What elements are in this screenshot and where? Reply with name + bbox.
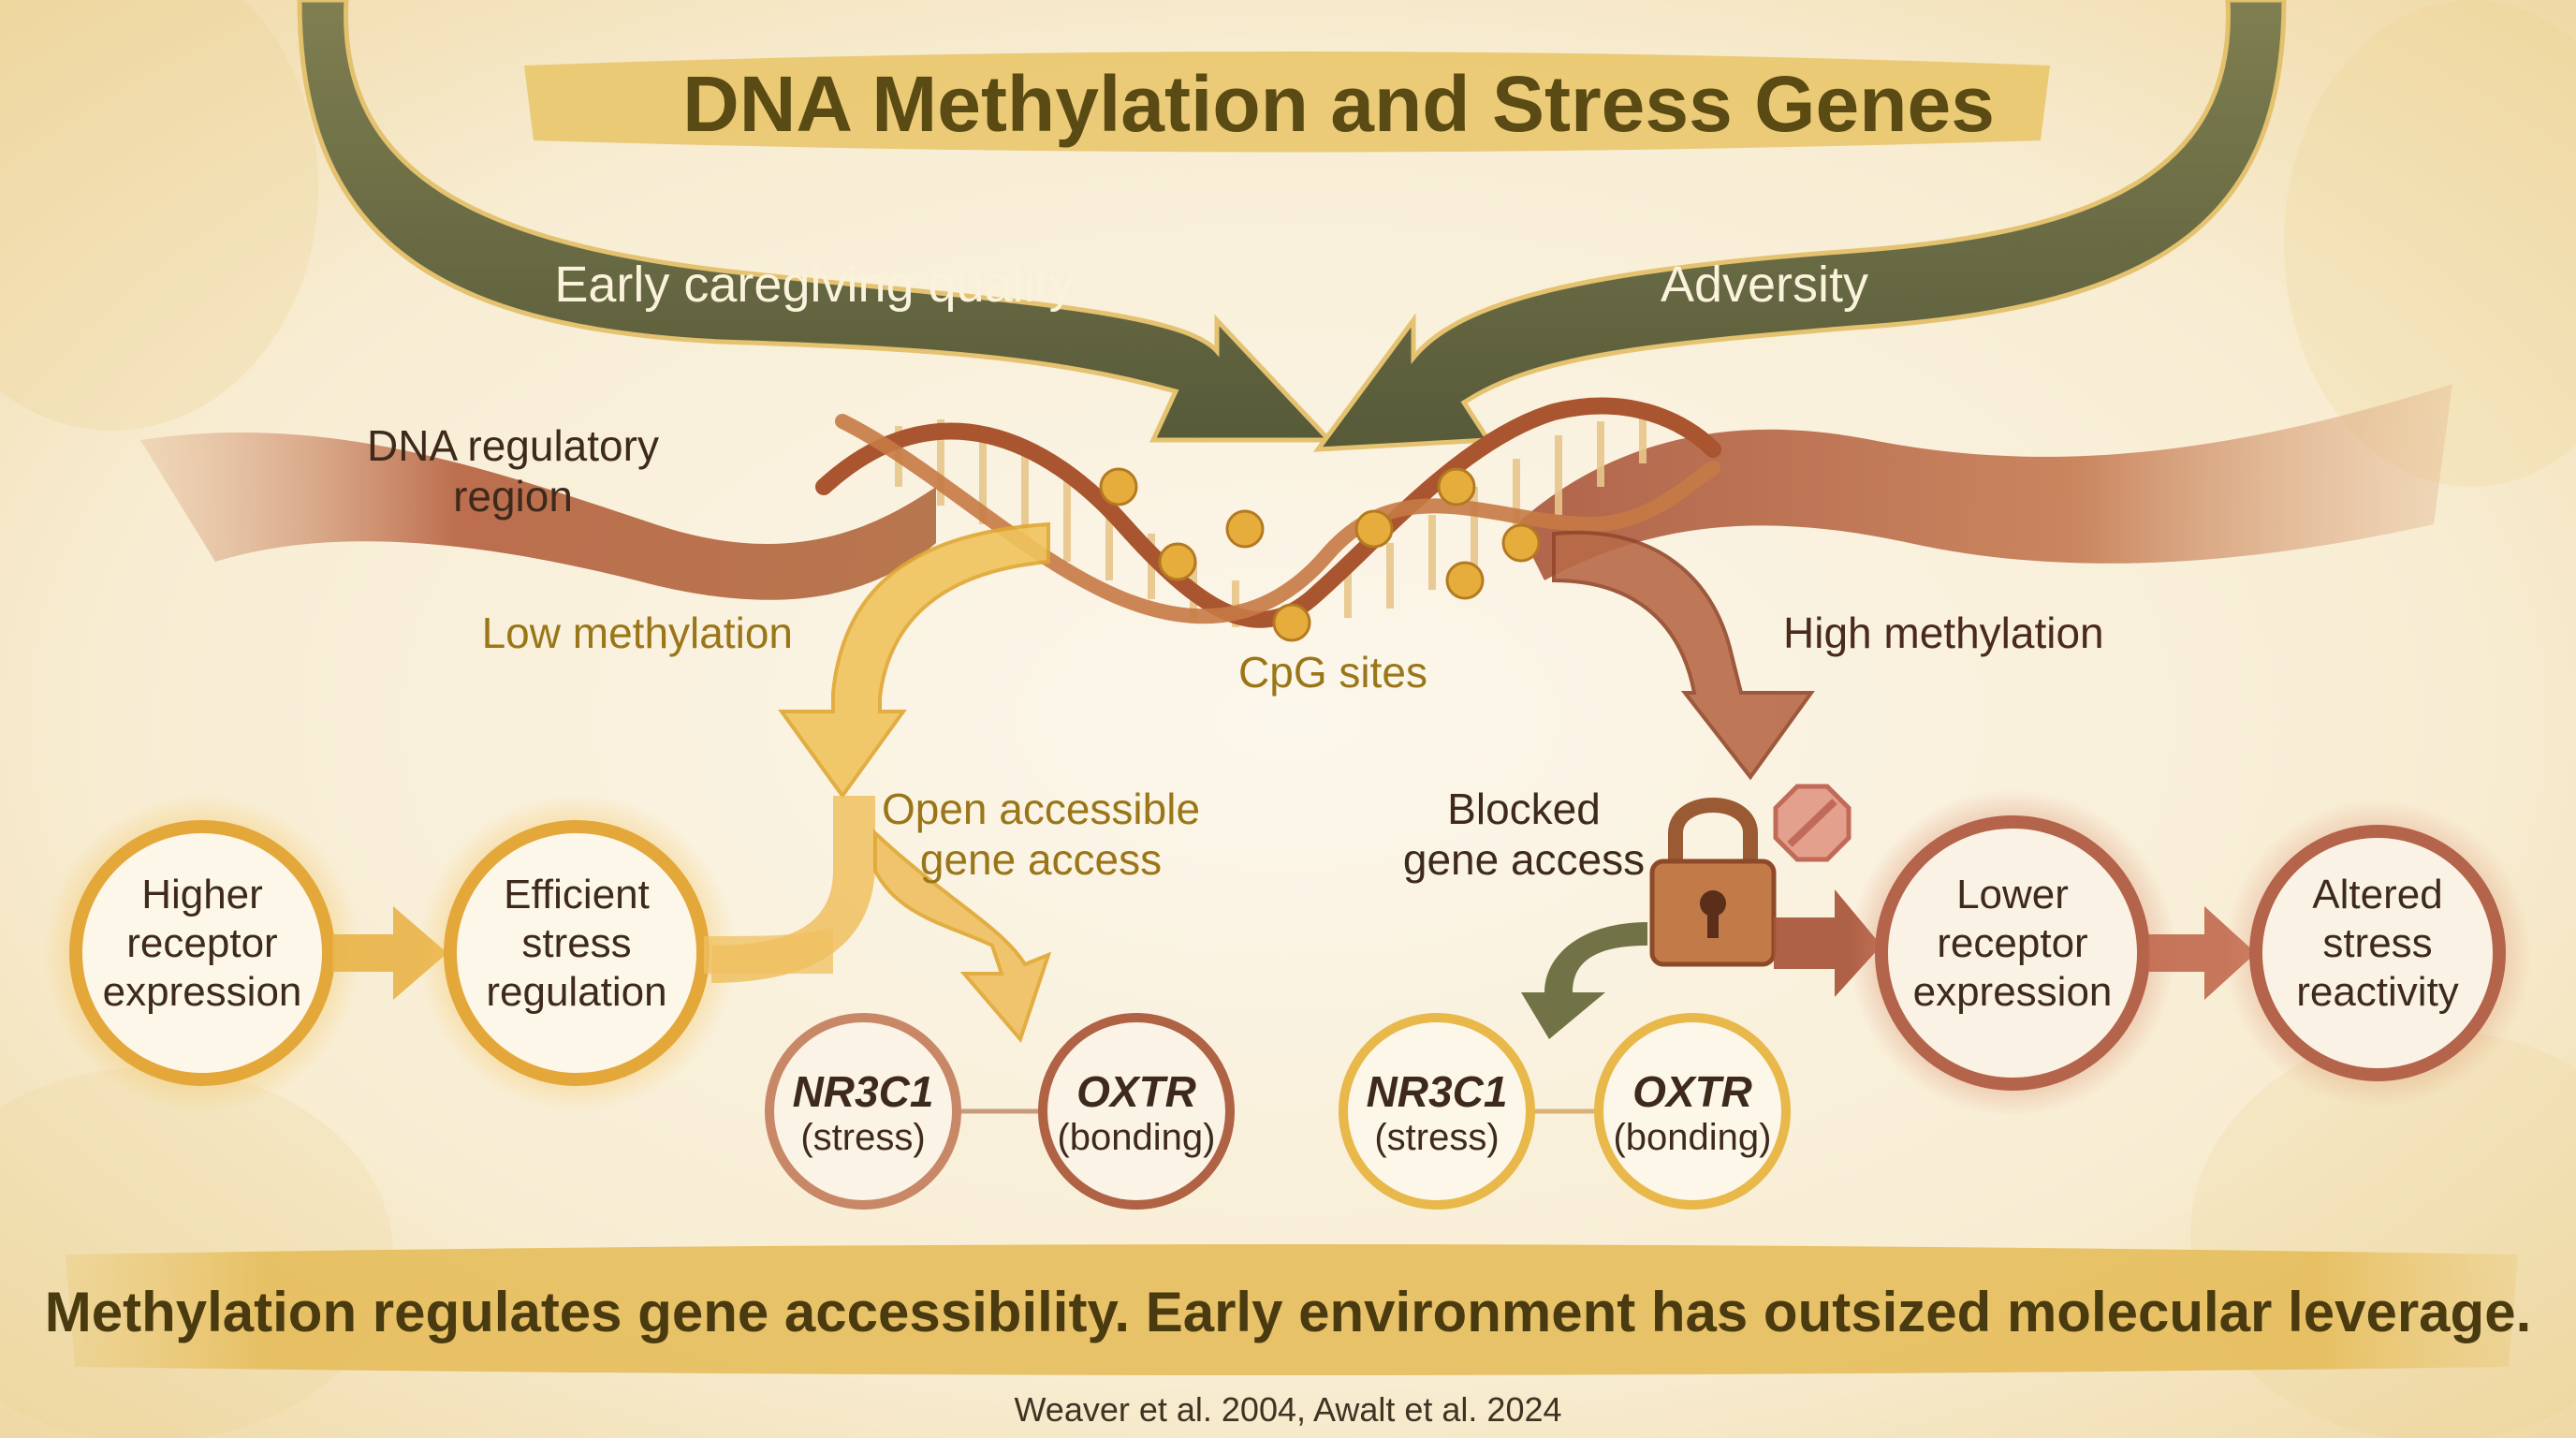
cpg-site-markers bbox=[1099, 467, 1541, 642]
dna-region-label-line2: region bbox=[453, 472, 573, 521]
higher-to-efficient-arrow bbox=[332, 906, 447, 1000]
higher-receptor-line1: Higher bbox=[141, 872, 263, 917]
efficient-regulation-line1: Efficient bbox=[504, 872, 650, 917]
blocked-access-label-line2: gene access bbox=[1403, 835, 1645, 884]
altered-reactivity-line1: Altered bbox=[2312, 872, 2442, 917]
altered-reactivity-line2: stress bbox=[2322, 920, 2432, 966]
title-banner: DNA Methylation and Stress Genes bbox=[524, 51, 2050, 153]
dna-region-label-line1: DNA regulatory bbox=[367, 421, 659, 470]
summary-text: Methylation regulates gene accessibility… bbox=[45, 1281, 2532, 1343]
wash-stain bbox=[0, 0, 318, 431]
altered-reactivity-line3: reactivity bbox=[2296, 969, 2459, 1015]
lower-receptor-line1: Lower bbox=[1956, 872, 2069, 917]
low-methylation-flow bbox=[711, 521, 1052, 1043]
right-nr3c1-node: NR3C1 (stress) bbox=[1339, 1013, 1535, 1210]
padlock-icon bbox=[1649, 798, 1777, 967]
cpg-sites-label: CpG sites bbox=[1238, 648, 1427, 697]
right-gene-pair: NR3C1 (stress) OXTR (bonding) bbox=[1339, 1013, 1791, 1210]
right-oxtr-role: (bonding) bbox=[1613, 1117, 1771, 1158]
open-access-label-line2: gene access bbox=[920, 835, 1162, 884]
left-nr3c1-name: NR3C1 bbox=[793, 1067, 934, 1116]
altered-reactivity-circle: Altered stress reactivity bbox=[2223, 799, 2532, 1108]
caregiving-label: Early caregiving quality bbox=[554, 257, 1074, 313]
efficient-regulation-line2: stress bbox=[521, 920, 631, 966]
higher-receptor-line3: expression bbox=[103, 969, 302, 1015]
dna-ribbon-right bbox=[1516, 384, 2452, 580]
left-oxtr-name: OXTR bbox=[1076, 1067, 1196, 1116]
right-oxtr-node: OXTR (bonding) bbox=[1594, 1013, 1791, 1210]
low-methylation-label: Low methylation bbox=[482, 609, 793, 657]
wash-stain bbox=[2284, 0, 2576, 487]
blocked-to-genes-arrow bbox=[1521, 922, 1647, 1039]
caregiving-arrow: Early caregiving quality bbox=[297, 0, 1335, 443]
citation: Weaver et al. 2004, Awalt et al. 2024 bbox=[1014, 1390, 1561, 1429]
lower-receptor-line3: expression bbox=[1913, 969, 2113, 1015]
right-nr3c1-role: (stress) bbox=[1374, 1117, 1499, 1158]
summary-banner: Methylation regulates gene accessibility… bbox=[45, 1244, 2532, 1375]
high-methylation-flow bbox=[1552, 530, 1815, 781]
higher-receptor-circle: Higher receptor expression bbox=[43, 794, 361, 1112]
page-title: DNA Methylation and Stress Genes bbox=[682, 60, 1995, 148]
lower-receptor-circle: Lower receptor expression bbox=[1849, 789, 2176, 1117]
open-access-label-line1: Open accessible bbox=[882, 785, 1200, 833]
right-nr3c1-name: NR3C1 bbox=[1367, 1067, 1508, 1116]
efficient-regulation-line3: regulation bbox=[486, 969, 666, 1015]
stop-sign-icon bbox=[1773, 784, 1852, 862]
regulation-link bbox=[704, 927, 833, 974]
left-nr3c1-role: (stress) bbox=[800, 1117, 925, 1158]
left-oxtr-node: OXTR (bonding) bbox=[1038, 1013, 1235, 1210]
left-gene-pair: NR3C1 (stress) OXTR (bonding) bbox=[765, 1013, 1235, 1210]
efficient-regulation-circle: Efficient stress regulation bbox=[417, 794, 736, 1112]
blocked-access-label-line1: Blocked bbox=[1447, 785, 1601, 833]
high-methylation-label: High methylation bbox=[1783, 609, 2104, 657]
left-oxtr-role: (bonding) bbox=[1057, 1117, 1215, 1158]
dna-region-label: DNA regulatory region bbox=[367, 421, 659, 521]
right-oxtr-name: OXTR bbox=[1632, 1067, 1752, 1116]
higher-receptor-line2: receptor bbox=[126, 920, 277, 966]
lower-receptor-line2: receptor bbox=[1937, 920, 2087, 966]
dna-ribbon-left bbox=[140, 433, 936, 600]
adversity-label: Adversity bbox=[1661, 257, 1868, 313]
left-nr3c1-node: NR3C1 (stress) bbox=[765, 1013, 961, 1210]
